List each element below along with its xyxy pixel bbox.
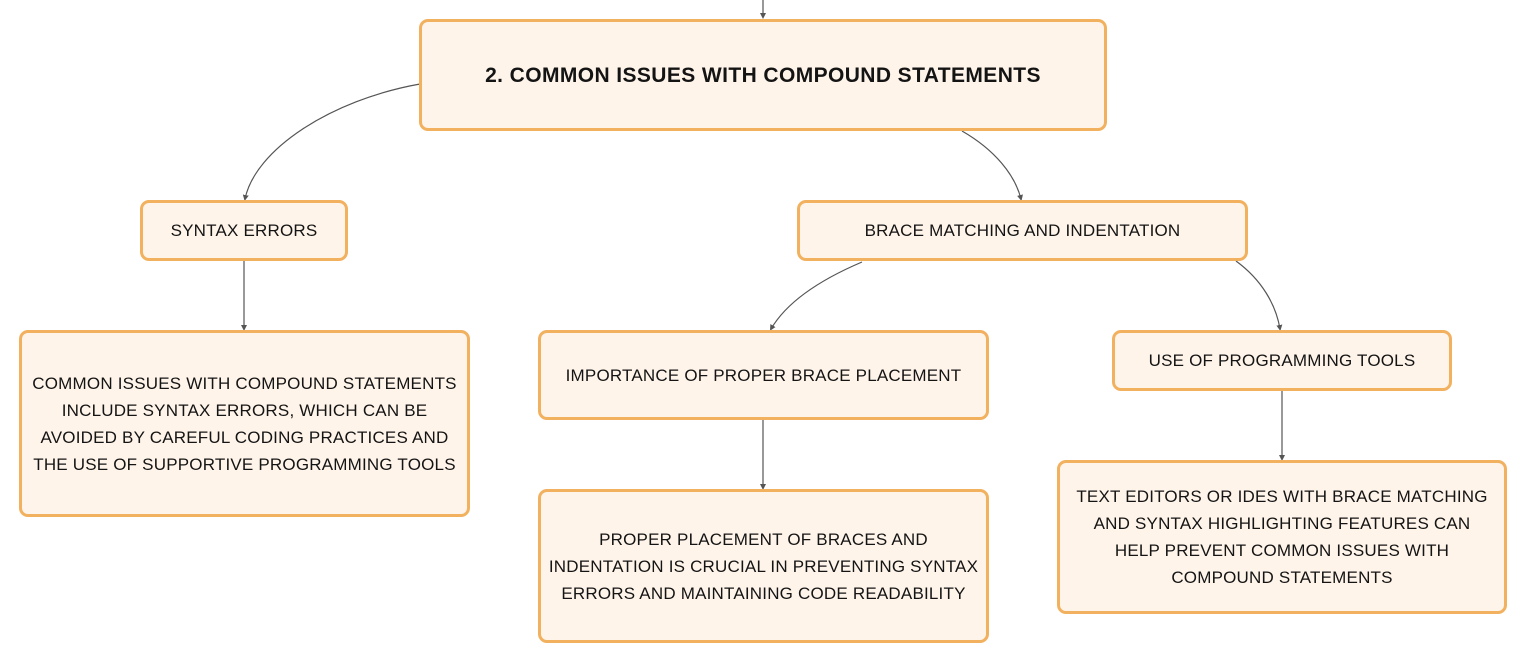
edge-root-to-syntax-errors bbox=[242, 83, 421, 201]
edge-root-to-brace-matching bbox=[961, 130, 1023, 201]
node-brace-matching-label: BRACE MATCHING AND INDENTATION bbox=[864, 221, 1181, 240]
node-syntax-errors[interactable]: SYNTAX ERRORS bbox=[140, 200, 348, 261]
node-brace-placement[interactable]: IMPORTANCE OF PROPER BRACE PLACEMENT bbox=[538, 330, 989, 420]
node-programming-tools-detail[interactable]: TEXT EDITORS OR IDES WITH BRACE MATCHING… bbox=[1057, 460, 1507, 614]
node-root[interactable]: 2. COMMON ISSUES WITH COMPOUND STATEMENT… bbox=[419, 19, 1107, 131]
edge-brace-matching-to-placement bbox=[769, 261, 863, 331]
node-brace-placement-label: IMPORTANCE OF PROPER BRACE PLACEMENT bbox=[565, 365, 962, 385]
node-syntax-errors-detail-label: COMMON ISSUES WITH COMPOUND STATEMENTS I… bbox=[32, 373, 457, 474]
node-programming-tools[interactable]: USE OF PROGRAMMING TOOLS bbox=[1112, 330, 1452, 391]
edge-brace-matching-to-tools bbox=[1235, 260, 1283, 331]
node-syntax-errors-label: SYNTAX ERRORS bbox=[170, 221, 318, 240]
node-brace-placement-detail-label: PROPER PLACEMENT OF BRACES AND INDENTATI… bbox=[548, 529, 979, 603]
node-programming-tools-detail-label: TEXT EDITORS OR IDES WITH BRACE MATCHING… bbox=[1076, 487, 1488, 587]
node-programming-tools-label: USE OF PROGRAMMING TOOLS bbox=[1148, 351, 1416, 370]
node-brace-placement-detail[interactable]: PROPER PLACEMENT OF BRACES AND INDENTATI… bbox=[538, 489, 989, 643]
node-syntax-errors-detail[interactable]: COMMON ISSUES WITH COMPOUND STATEMENTS I… bbox=[19, 330, 470, 517]
node-root-label: 2. COMMON ISSUES WITH COMPOUND STATEMENT… bbox=[485, 63, 1041, 87]
node-brace-matching[interactable]: BRACE MATCHING AND INDENTATION bbox=[797, 200, 1248, 261]
